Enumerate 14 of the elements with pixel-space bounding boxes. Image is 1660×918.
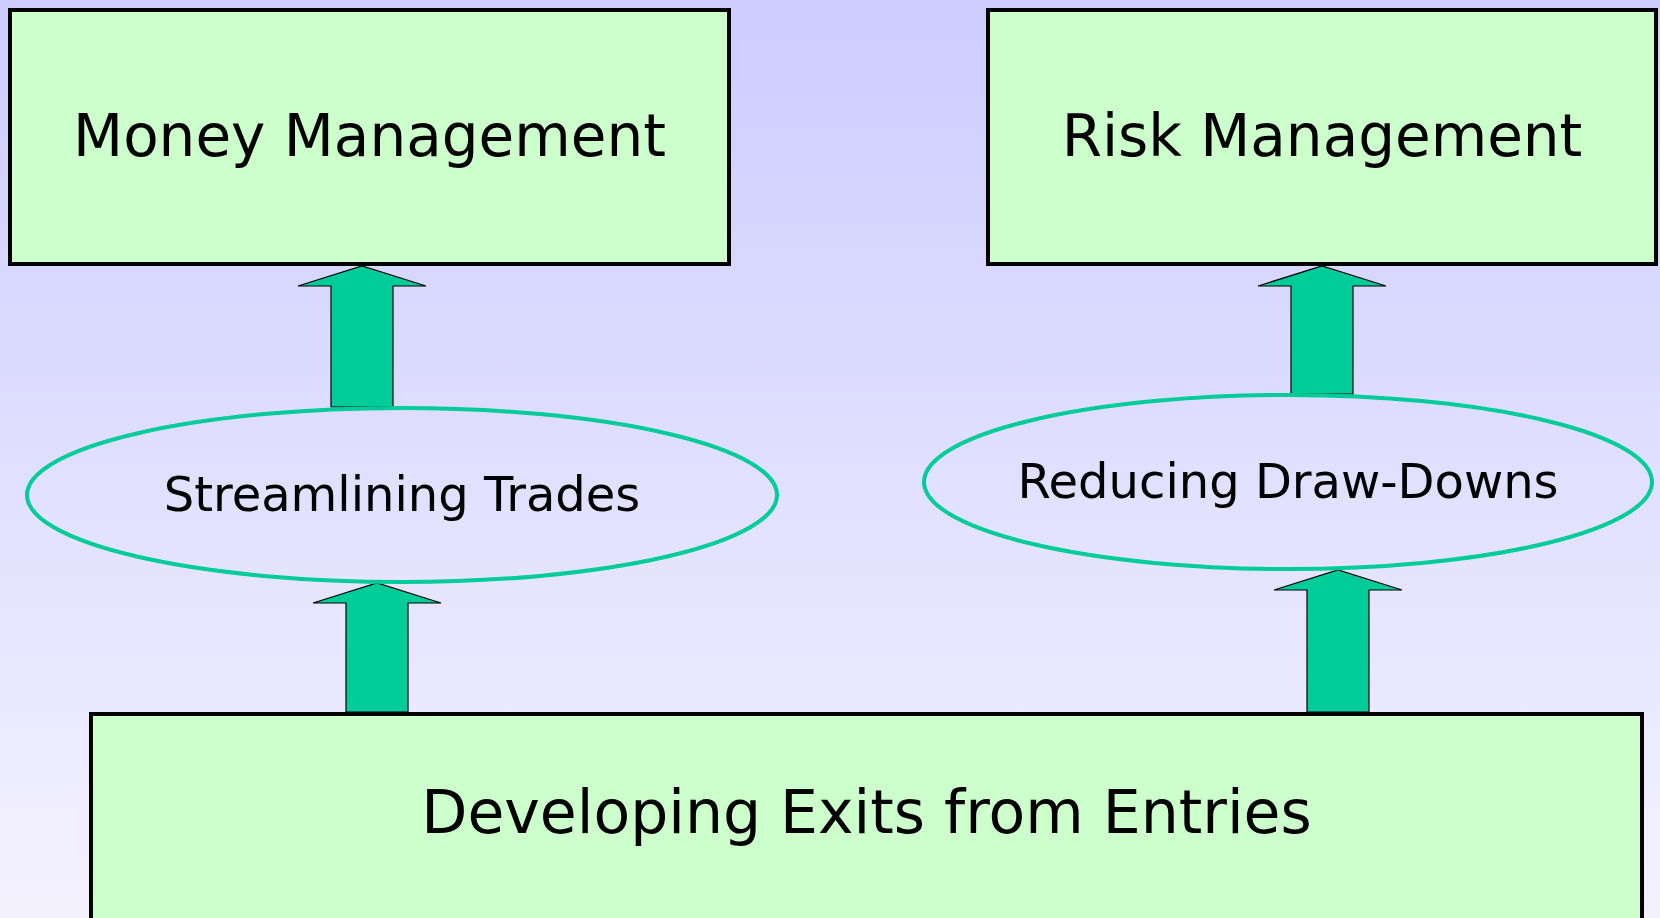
node-label: Reducing Draw-Downs <box>1016 453 1560 511</box>
block-arrow <box>312 582 442 713</box>
ellipse-node <box>24 405 780 585</box>
node-label: Money Management <box>72 102 667 172</box>
node-label: Streamlining Trades <box>162 466 642 524</box>
block-arrow <box>1273 569 1403 713</box>
process-box <box>8 8 731 266</box>
process-box <box>89 712 1644 918</box>
ellipse-node <box>921 392 1655 572</box>
block-arrow <box>297 265 427 408</box>
node-label: Risk Management <box>1060 102 1584 172</box>
block-arrow <box>1257 265 1387 395</box>
node-label: Developing Exits from Entries <box>420 776 1313 848</box>
process-box <box>986 8 1658 266</box>
